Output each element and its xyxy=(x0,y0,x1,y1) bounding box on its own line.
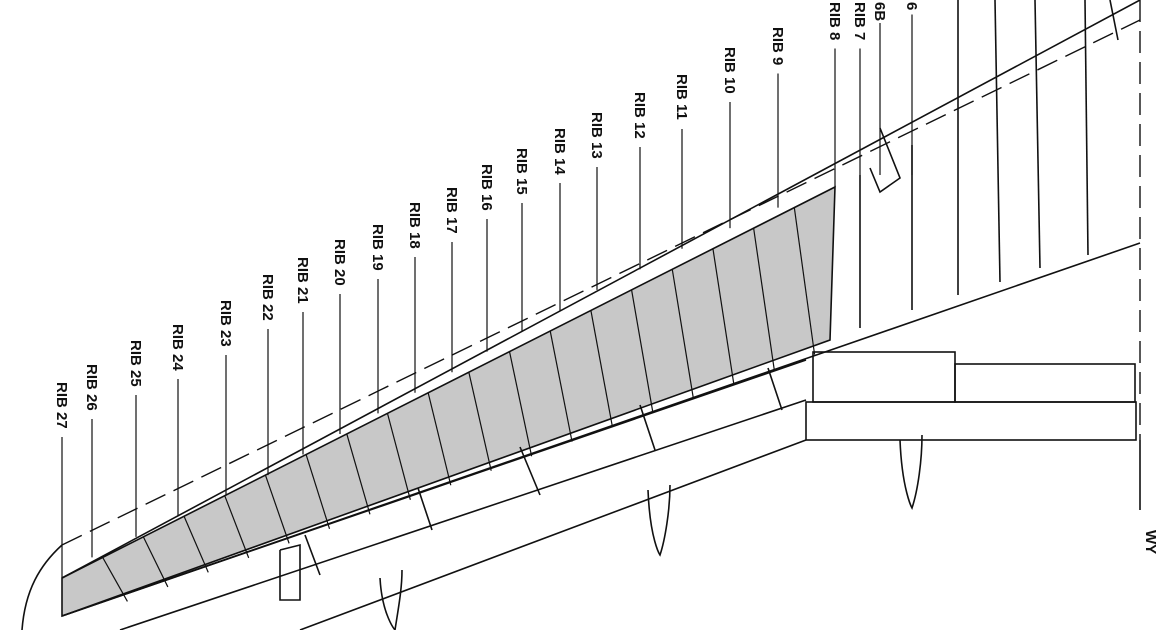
rib-label: RIB 13 xyxy=(588,112,605,159)
rib-label: RIB 17 xyxy=(443,187,460,234)
rib-label: RIB 21 xyxy=(294,257,311,304)
rib-line xyxy=(264,474,290,544)
rib-label: 6 xyxy=(903,2,920,10)
front-spar-line xyxy=(61,0,1141,579)
rib-label: 6B xyxy=(871,2,888,21)
rib-label: RIB 27 xyxy=(53,382,70,429)
inboard-rib-line-d xyxy=(1084,0,1089,256)
rib-label: RIB 18 xyxy=(406,202,423,249)
flap-fairing-2 xyxy=(647,484,671,557)
rib-labels-group: RIB 27 RIB 26 RIB 25 RIB 24 RIB 23 RIB 22 RIB … xyxy=(53,2,920,578)
rib-line xyxy=(427,392,452,486)
rib-label: RIB 10 xyxy=(721,47,738,94)
inboard-rib-line-e xyxy=(1109,0,1119,41)
flap-divider-1 xyxy=(304,534,321,576)
rib-label: RIB 22 xyxy=(259,274,276,321)
rib-lines-group xyxy=(102,207,816,602)
rib-label: RIB 26 xyxy=(83,364,100,411)
flap-divider-3 xyxy=(519,446,541,496)
rib-label: RIB 24 xyxy=(169,324,186,371)
rib-line xyxy=(102,557,128,602)
rib-line xyxy=(671,269,694,399)
rib-line xyxy=(630,289,654,413)
rib-label: RIB 7 xyxy=(851,2,868,40)
flap-fairing-1 xyxy=(379,569,403,630)
rib-line xyxy=(753,228,775,370)
inboard-rib-line-c xyxy=(1034,0,1041,269)
wing-tip-outline xyxy=(21,544,63,630)
rib-label: RIB 8 xyxy=(826,2,843,40)
rib-line xyxy=(346,433,371,515)
inboard-flap-box-right xyxy=(954,363,1136,403)
flap-fairing-3 xyxy=(899,434,923,510)
wy-label: WY xyxy=(1142,530,1159,554)
trailing-edge-line-upper xyxy=(61,359,807,617)
rib-line xyxy=(142,536,169,588)
leading-edge-dashed-line xyxy=(61,19,1141,546)
rib-label: RIB 12 xyxy=(631,92,648,139)
rib-label: RIB 25 xyxy=(127,340,144,387)
inboard-rib-line-b xyxy=(994,0,1001,283)
rib-line xyxy=(508,351,533,457)
flap-divider-2 xyxy=(417,487,433,531)
rib-line xyxy=(712,248,735,384)
rib-label: RIB 23 xyxy=(217,300,234,347)
trailing-edge-line-lower xyxy=(119,399,807,630)
rib-line xyxy=(468,372,492,471)
rib-label: RIB 15 xyxy=(513,148,530,195)
rib-label: RIB 16 xyxy=(478,164,495,211)
rib-line xyxy=(305,454,331,530)
trailing-edge-line-bottom xyxy=(299,439,807,630)
flap-divider-5 xyxy=(767,367,783,411)
rib-line xyxy=(590,310,614,428)
rib-label: RIB 11 xyxy=(673,74,690,120)
rib-6b-bracket xyxy=(869,127,901,194)
rib-line xyxy=(224,495,250,559)
rib-line xyxy=(183,516,209,573)
inboard-flap-box-upper xyxy=(812,351,956,403)
rib-label: RIB 9 xyxy=(769,27,786,65)
inboard-flap-box-lower xyxy=(805,401,1137,441)
rib-line xyxy=(386,413,411,500)
flap-track-fitting xyxy=(279,543,301,601)
rib-line xyxy=(793,207,816,355)
rib-line xyxy=(549,330,573,442)
rib-label: RIB 20 xyxy=(331,239,348,286)
flap-divider-4 xyxy=(639,404,656,451)
rib-label: RIB 14 xyxy=(551,128,568,175)
shaded-rib-bay-region xyxy=(61,185,836,618)
rib-label: RIB 19 xyxy=(369,224,386,271)
